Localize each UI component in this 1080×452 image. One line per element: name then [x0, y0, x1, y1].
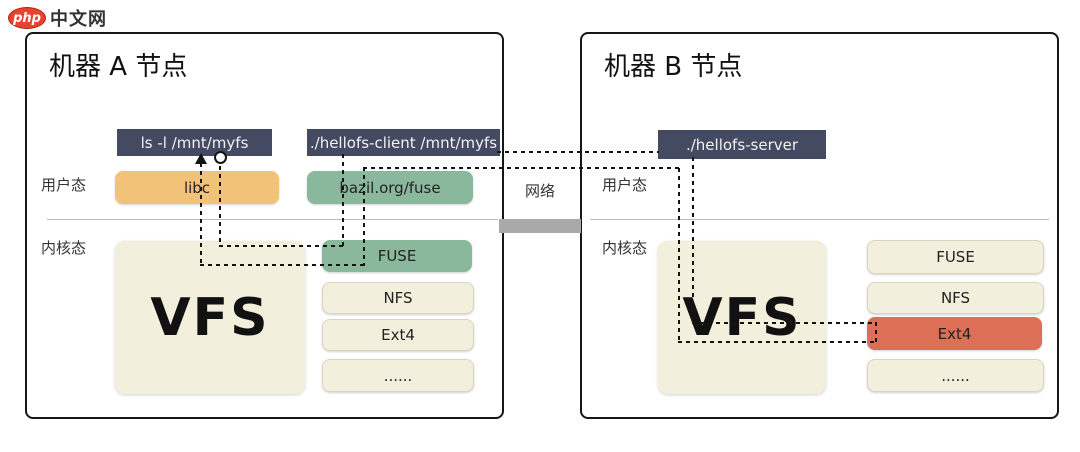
machine-a-other-module-box: ......	[322, 359, 474, 392]
network-label: 网络	[524, 182, 555, 200]
machine-b-vfs-label: VFS	[682, 287, 802, 348]
machine-a-fuse-module-box: FUSE	[322, 240, 472, 272]
ls-command-banner: ls -l /mnt/myfs	[117, 129, 272, 156]
dashed-path-segment	[497, 151, 659, 153]
dashed-path-segment	[875, 322, 877, 343]
dashed-path-segment	[219, 245, 344, 247]
machine-a-box: 机器 A 节点 ls -l /mnt/myfs ./hellofs-client…	[25, 32, 504, 419]
machine-a-ext4-module-box: Ext4	[322, 319, 474, 351]
bazil-fuse-lib-box: bazil.org/fuse	[307, 171, 473, 204]
machine-b-other-module-box: ......	[867, 359, 1044, 392]
machine-b-ext4-module-box: Ext4	[867, 317, 1042, 350]
dashed-path-segment	[200, 264, 365, 266]
dashed-path-segment	[342, 154, 344, 247]
dashed-path-segment	[363, 167, 365, 266]
user-kernel-divider	[590, 219, 1049, 220]
dashed-path-segment	[200, 163, 202, 266]
machine-a-vfs-box: VFS	[115, 241, 305, 394]
php-logo-icon: php	[8, 7, 46, 29]
network-link-bar	[499, 219, 581, 233]
machine-b-vfs-box: VFS	[658, 241, 826, 394]
machine-b-user-mode-label: 用户态	[602, 176, 648, 194]
libc-box: libc	[115, 171, 279, 204]
site-logo-text: 中文网	[50, 9, 107, 30]
dashed-path-segment	[363, 167, 680, 169]
hellofs-server-banner: ./hellofs-server	[658, 130, 826, 159]
machine-b-fuse-module-box: FUSE	[867, 240, 1044, 274]
machine-b-title: 机器 B 节点	[604, 52, 743, 82]
dashed-path-segment	[219, 166, 221, 247]
up-arrow-icon	[195, 153, 207, 164]
machine-a-nfs-module-box: NFS	[322, 282, 474, 314]
machine-a-user-mode-label: 用户态	[41, 176, 87, 194]
dashed-path-segment	[692, 322, 877, 324]
machine-a-title: 机器 A 节点	[49, 52, 188, 82]
machine-a-vfs-label: VFS	[150, 287, 270, 348]
dashed-path-segment	[692, 157, 694, 324]
machine-b-box: 机器 B 节点 ./hellofs-server 用户态 内核态 VFS FUS…	[580, 32, 1059, 419]
dashed-path-segment	[678, 168, 680, 343]
dashed-path-segment	[678, 341, 877, 343]
site-logo: php 中文网	[8, 5, 107, 31]
machine-a-kernel-mode-label: 内核态	[41, 239, 87, 257]
connection-dot-icon	[214, 151, 227, 164]
machine-b-kernel-mode-label: 内核态	[602, 239, 648, 257]
hellofs-client-banner: ./hellofs-client /mnt/myfs	[307, 129, 500, 156]
machine-b-nfs-module-box: NFS	[867, 282, 1044, 314]
user-kernel-divider	[47, 219, 498, 220]
